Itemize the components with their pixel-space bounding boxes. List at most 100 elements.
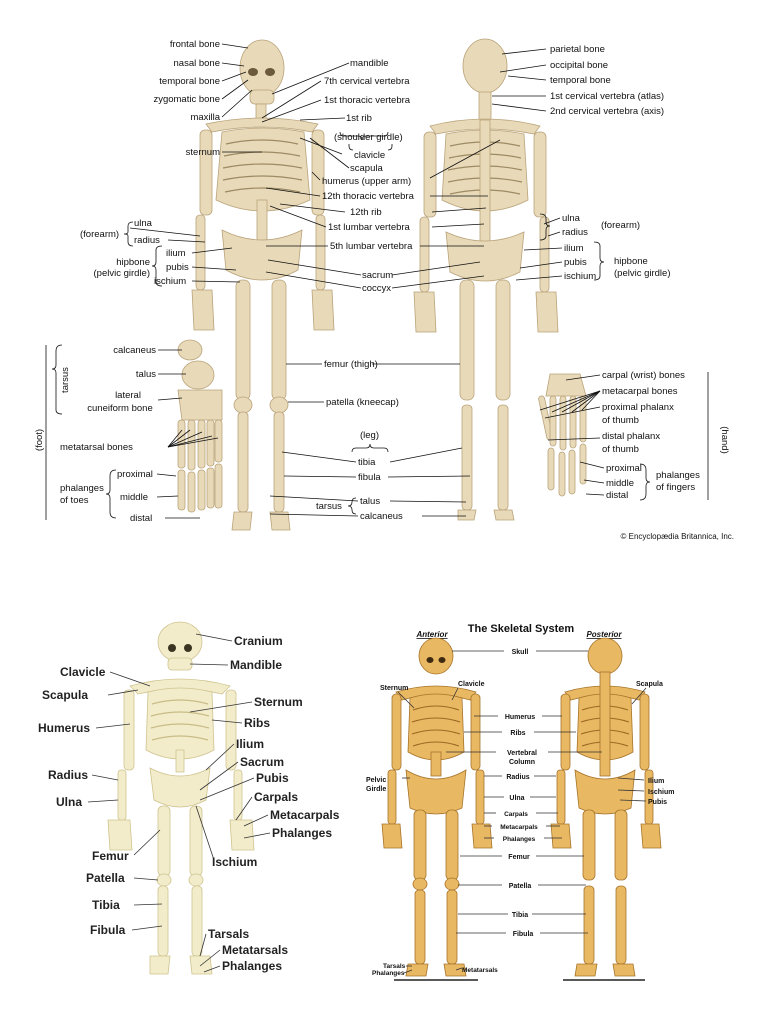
label-tibia-3: Tibia bbox=[512, 912, 528, 919]
label-ulna-left: ulna bbox=[134, 218, 153, 229]
label-metatarsals-3: Metatarsals bbox=[462, 967, 498, 974]
panel3-labels: Skull Sternum Clavicle Scapula Humerus R… bbox=[366, 649, 674, 977]
label-tarsus-vertical: tarsus bbox=[60, 367, 71, 393]
label-hand-vertical: (hand) bbox=[719, 426, 730, 453]
panel3-leader-lines bbox=[397, 650, 647, 974]
label-phalanges-foot-2: Phalanges bbox=[222, 959, 282, 973]
label-hipbone-right: hipbone bbox=[614, 256, 648, 267]
label-zygomatic-bone: zygomatic bone bbox=[153, 94, 220, 105]
label-of-thumb-2: of thumb bbox=[602, 444, 639, 455]
label-of-thumb-1: of thumb bbox=[602, 415, 639, 426]
label-pelvic-girdle-right: (pelvic girdle) bbox=[614, 268, 671, 279]
label-patella-3: Patella bbox=[509, 883, 532, 890]
panel2-labels: Cranium Mandible Clavicle Scapula Sternu… bbox=[38, 634, 340, 973]
label-ribs-3: Ribs bbox=[510, 730, 525, 737]
label-sacrum: sacrum bbox=[362, 270, 393, 281]
label-cranium: Cranium bbox=[234, 634, 283, 648]
label-phalanges-hand-2: Phalanges bbox=[272, 826, 332, 840]
label-proximal-hand: proximal bbox=[606, 463, 642, 474]
label-pubis-3: Pubis bbox=[648, 799, 667, 806]
label-patella-2: Patella bbox=[86, 871, 125, 885]
label-leg: (leg) bbox=[360, 430, 379, 441]
foot-illustration bbox=[177, 339, 223, 513]
label-ilium-left: ilium bbox=[166, 248, 186, 259]
label-skull-3: Skull bbox=[512, 649, 529, 656]
label-radius-right: radius bbox=[562, 227, 588, 238]
label-scapula-2: Scapula bbox=[42, 688, 88, 702]
label-radius-2: Radius bbox=[48, 768, 88, 782]
panel3-anterior-heading: Anterior bbox=[415, 630, 448, 639]
hand-illustration bbox=[538, 373, 587, 497]
label-occipital-bone: occipital bone bbox=[550, 60, 608, 71]
label-mandible: mandible bbox=[350, 58, 389, 69]
label-t1: 1st thoracic vertebra bbox=[324, 95, 411, 106]
label-clavicle-2: Clavicle bbox=[60, 665, 106, 679]
label-ischium-right: ischium bbox=[564, 271, 596, 282]
label-clavicle-3: Clavicle bbox=[458, 681, 485, 688]
label-shoulder-girdle: (shoulder girdle) bbox=[334, 132, 403, 143]
label-sternum: sternum bbox=[186, 147, 220, 158]
panel3-title: The Skeletal System bbox=[468, 623, 575, 635]
label-c7: 7th cervical vertebra bbox=[324, 76, 410, 87]
label-middle-toes: middle bbox=[120, 492, 148, 503]
label-of-fingers: of fingers bbox=[656, 482, 695, 493]
label-carpal-bones: carpal (wrist) bones bbox=[602, 370, 685, 381]
label-temporal-bone-right: temporal bone bbox=[550, 75, 611, 86]
label-femur-2: Femur bbox=[92, 849, 129, 863]
label-humerus: humerus (upper arm) bbox=[322, 176, 411, 187]
label-vertebral-3: Vertebral bbox=[507, 750, 537, 757]
label-talus-foot: talus bbox=[136, 369, 156, 380]
label-middle-hand: middle bbox=[606, 478, 634, 489]
label-nasal-bone: nasal bone bbox=[174, 58, 220, 69]
label-femur-3: Femur bbox=[508, 854, 530, 861]
panel-skeletal-system: The Skeletal System Anterior Posterior bbox=[366, 623, 674, 981]
label-frontal-bone: frontal bone bbox=[170, 39, 220, 50]
label-atlas: 1st cervical vertebra (atlas) bbox=[550, 91, 664, 102]
label-rib12: 12th rib bbox=[350, 207, 382, 218]
label-phalanges-foot-3: Phalanges bbox=[372, 970, 405, 977]
label-humerus-3: Humerus bbox=[505, 714, 535, 721]
label-ilium-2: Ilium bbox=[236, 737, 264, 751]
label-carpals-3: Carpals bbox=[504, 811, 528, 818]
anterior-skeleton-illustration bbox=[191, 39, 335, 531]
label-ulna-right: ulna bbox=[562, 213, 581, 224]
label-sternum-2: Sternum bbox=[254, 695, 303, 709]
label-carpals-2: Carpals bbox=[254, 790, 298, 804]
label-patella: patella (kneecap) bbox=[326, 397, 399, 408]
label-phalanges-hand-3: Phalanges bbox=[503, 836, 536, 843]
label-tibia-2: Tibia bbox=[92, 898, 120, 912]
copyright-text: © Encyclopædia Britannica, Inc. bbox=[620, 532, 734, 541]
label-parietal-bone: parietal bone bbox=[550, 44, 605, 55]
label-axis: 2nd cervical vertebra (axis) bbox=[550, 106, 664, 117]
panel1-leader-lines bbox=[129, 43, 605, 519]
label-ischium-3: Ischium bbox=[648, 789, 674, 796]
label-proximal-phalanx: proximal phalanx bbox=[602, 402, 674, 413]
label-l5: 5th lumbar vertebra bbox=[330, 241, 413, 252]
label-calcaneus-foot: calcaneus bbox=[113, 345, 156, 356]
label-phalanges-toes: phalanges bbox=[60, 483, 104, 494]
label-coccyx: coccyx bbox=[362, 283, 391, 294]
label-metacarpal-bones: metacarpal bones bbox=[602, 386, 678, 397]
label-ulna-3: Ulna bbox=[509, 795, 524, 802]
label-pubis-2: Pubis bbox=[256, 771, 289, 785]
label-talus-bottom: talus bbox=[360, 496, 380, 507]
label-fibula-2: Fibula bbox=[90, 923, 126, 937]
label-column-3: Column bbox=[509, 759, 535, 766]
label-pubis-right: pubis bbox=[564, 257, 587, 268]
label-ischium-2: Ischium bbox=[212, 855, 257, 869]
panel3-posterior-heading: Posterior bbox=[586, 630, 622, 639]
label-l1: 1st lumbar vertebra bbox=[328, 222, 411, 233]
label-mandible-2: Mandible bbox=[230, 658, 282, 672]
label-pelvic-girdle-left: (pelvic girdle) bbox=[94, 268, 151, 279]
posterior-skeleton-3 bbox=[550, 637, 662, 977]
anterior-skeleton-3 bbox=[381, 637, 493, 977]
label-foot-vertical: (foot) bbox=[34, 429, 45, 451]
label-ilium-right: ilium bbox=[564, 243, 584, 254]
label-scapula: scapula bbox=[350, 163, 383, 174]
label-lateral: lateral bbox=[115, 390, 141, 401]
panel-britannica: frontal bone nasal bone temporal bone zy… bbox=[34, 38, 734, 541]
label-calcaneus-bottom: calcaneus bbox=[360, 511, 403, 522]
label-rib1: 1st rib bbox=[346, 113, 372, 124]
label-ulna-2: Ulna bbox=[56, 795, 82, 809]
